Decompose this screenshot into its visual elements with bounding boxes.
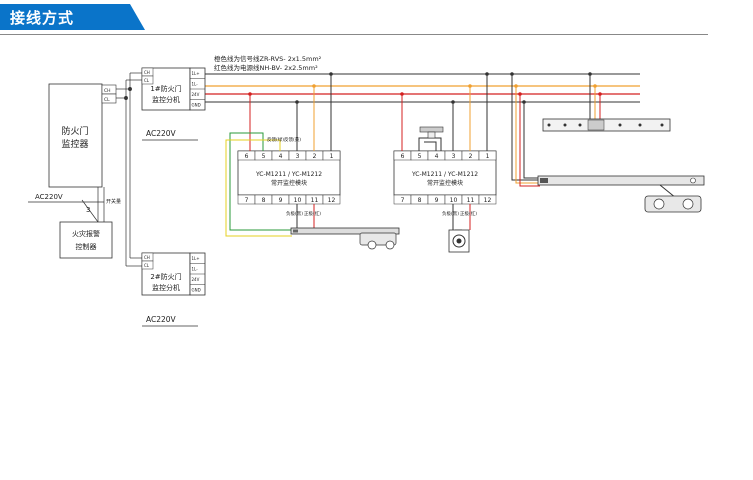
alarm-label-2: 控制器 — [76, 242, 97, 251]
sub-unit-1: CH CL 1#防火门 监控分机 1L+ 1L- 24V GND — [141, 67, 206, 111]
module1-term-1: 1 — [330, 153, 334, 160]
sub2-power-label: AC220V — [146, 315, 177, 324]
door-closer-2-icon — [537, 175, 705, 213]
bus-lines — [205, 73, 640, 103]
module2-term-7: 7 — [401, 197, 405, 204]
module2-term-2: 2 — [469, 153, 473, 160]
module1-wiring — [225, 72, 333, 237]
module1-term-8: 8 — [262, 197, 266, 204]
module2-model: YC-M1211 / YC-M1212 — [411, 171, 478, 178]
switch-wiring: 3 开关量 — [81, 187, 121, 223]
module2-term-11: 11 — [467, 197, 475, 204]
sub1-terminal-cl: CL — [144, 78, 150, 83]
monitor-module-1: YC-M1211 / YC-M1212 常开监控模块 6 5 4 3 2 1 7… — [237, 150, 341, 205]
door-closer-1-icon — [290, 227, 400, 250]
switch-label: 开关量 — [106, 198, 121, 205]
title-divider — [0, 34, 708, 35]
fire-alarm-controller: 火灾报警 控制器 — [59, 221, 113, 259]
module2-term-3: 3 — [452, 153, 456, 160]
module1-model: YC-M1211 / YC-M1212 — [255, 171, 322, 178]
module2-term-12: 12 — [484, 197, 492, 204]
module2-term-9: 9 — [435, 197, 439, 204]
monitor-terminal-cl: CL — [104, 97, 110, 103]
sub2-terminal-cl: CL — [144, 263, 150, 268]
door-holder-icon — [448, 229, 470, 253]
sub2-label-1: 2#防火门 — [150, 272, 181, 281]
module2-desc: 常开监控模块 — [427, 179, 463, 187]
module1-term-3: 3 — [296, 153, 300, 160]
monitor-terminal-ch: CH — [104, 88, 111, 94]
module1-term-2: 2 — [313, 153, 317, 160]
module1-term-11: 11 — [311, 197, 319, 204]
module2-term-8: 8 — [418, 197, 422, 204]
module2-term-4: 4 — [435, 153, 439, 160]
module1-term-4: 4 — [279, 153, 283, 160]
door-rail-icon — [542, 118, 671, 132]
section-title: 接线方式 — [10, 9, 75, 27]
module1-term-10: 10 — [294, 197, 302, 204]
monitor-label-1: 防火门 — [61, 125, 88, 137]
monitor-label-2: 监控器 — [61, 138, 88, 150]
module2-label-negative: 负极(黑) — [442, 210, 459, 217]
sub2-label-2: 监控分机 — [152, 283, 180, 292]
module2-term-6: 6 — [401, 153, 405, 160]
sub1-terminal-ch: CH — [144, 70, 150, 75]
module1-label-feedback-yellow: 反馈(黄) — [284, 136, 301, 143]
ch-cl-bus — [116, 72, 142, 267]
module2-term-5: 5 — [418, 153, 422, 160]
right-wiring — [510, 72, 602, 187]
module1-term-5: 5 — [262, 153, 266, 160]
legend-signal-line: 橙色线为信号线ZR-RVS- 2x1.5mm² — [214, 54, 322, 63]
module1-desc: 常开监控模块 — [271, 179, 307, 187]
sub2-terminal-1l-plus: 1L+ — [192, 256, 200, 261]
monitor-power-label: AC220V — [35, 193, 63, 201]
sub1-label-2: 监控分机 — [152, 95, 180, 104]
sub2-terminal-24v: 24V — [192, 277, 200, 282]
sub1-power-label: AC220V — [146, 129, 177, 138]
sub-unit-2: CH CL 2#防火门 监控分机 1L+ 1L- 24V GND — [141, 252, 206, 296]
legend-power-line: 红色线为电源线NH-BV- 2x2.5mm² — [214, 63, 318, 72]
module1-label-negative: 负极(黑) — [286, 210, 303, 217]
module1-term-12: 12 — [328, 197, 336, 204]
monitor-module-2: YC-M1211 / YC-M1212 常开监控模块 6 5 4 3 2 1 7… — [393, 150, 497, 205]
sub1-terminal-24v: 24V — [192, 92, 200, 97]
sub2-terminal-gnd: GND — [192, 288, 201, 293]
sub2-terminal-1l-minus: 1L- — [192, 267, 199, 272]
module1-label-positive: 正极(红) — [304, 210, 321, 217]
module2-label-positive: 正极(红) — [460, 210, 477, 217]
module1-term-7: 7 — [245, 197, 249, 204]
module1-term-6: 6 — [245, 153, 249, 160]
sub1-label-1: 1#防火门 — [150, 84, 181, 93]
section-title-bar: 接线方式 — [0, 4, 145, 30]
sub1-terminal-gnd: GND — [192, 103, 201, 108]
module2-term-10: 10 — [450, 197, 458, 204]
module2-term-1: 1 — [486, 153, 490, 160]
switch-number: 3 — [86, 206, 90, 214]
alarm-label-1: 火灾报警 — [72, 229, 100, 238]
sub1-terminal-1l-minus: 1L- — [192, 82, 199, 87]
fire-door-monitor: 防火门 监控器 CH CL — [48, 83, 117, 188]
sub1-terminal-1l-plus: 1L+ — [192, 71, 200, 76]
sub2-terminal-ch: CH — [144, 255, 150, 260]
module1-term-9: 9 — [279, 197, 283, 204]
module1-label-feedback-green: 反馈(绿) — [267, 136, 284, 143]
module2-wiring — [400, 72, 489, 231]
